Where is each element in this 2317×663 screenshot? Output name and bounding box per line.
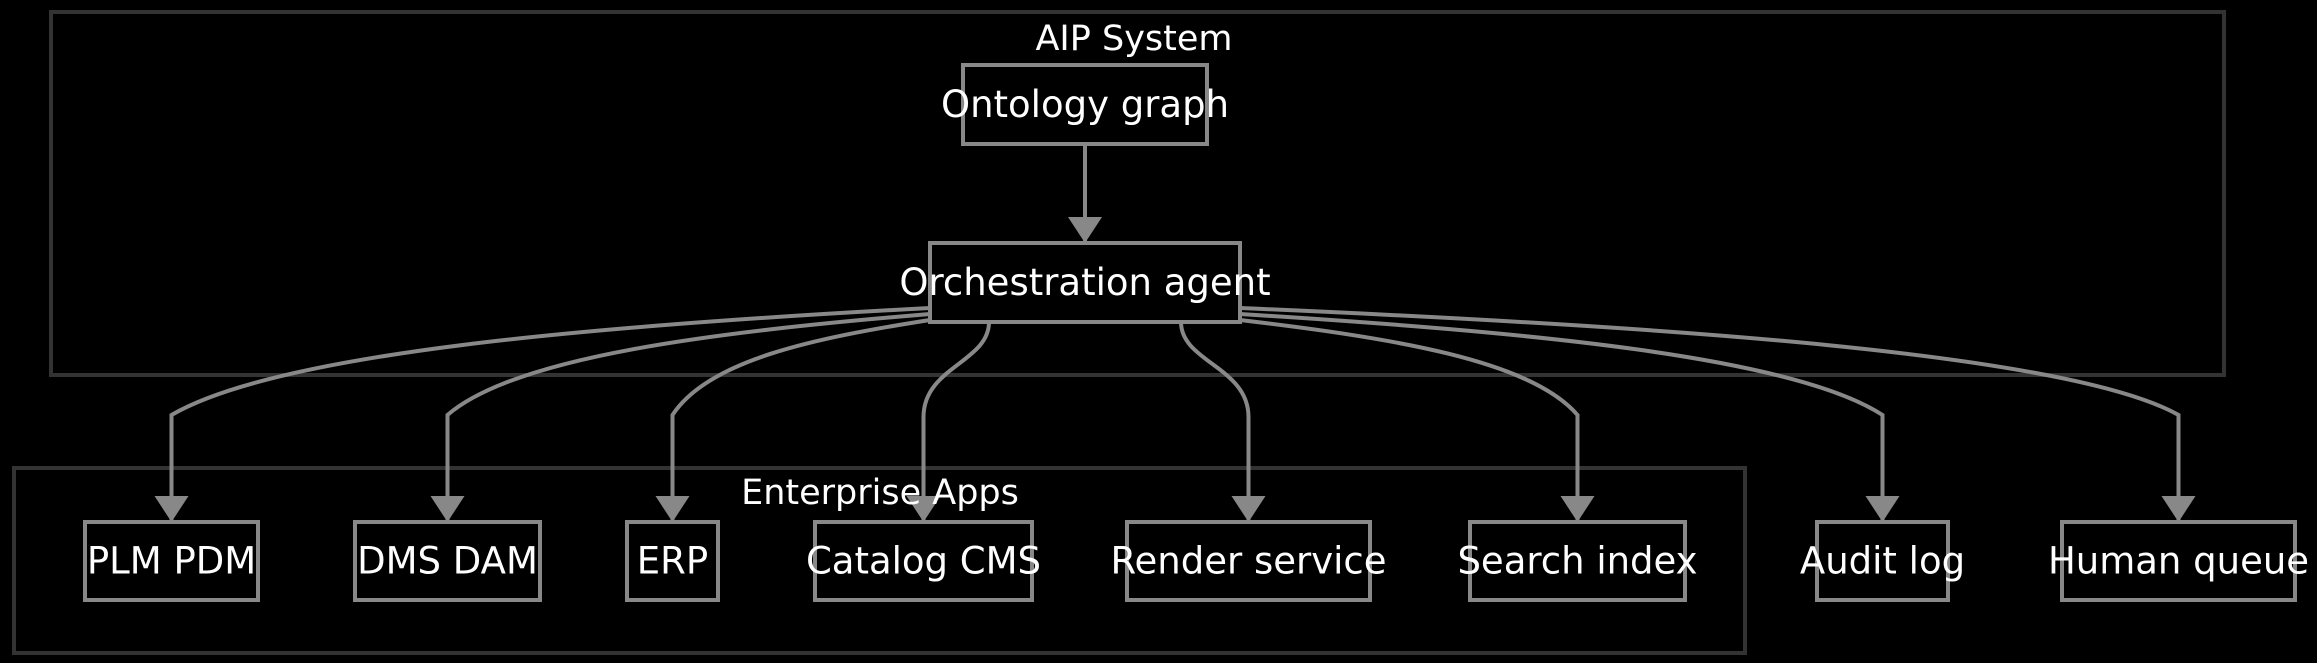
- node-search_index[interactable]: Search index: [1457, 520, 1698, 602]
- node-box-erp[interactable]: [625, 520, 720, 602]
- node-label-human_queue: Human queue: [2048, 540, 2309, 583]
- cluster-frame-aip_system: [49, 10, 2226, 377]
- node-render_service[interactable]: Render service: [1110, 520, 1387, 602]
- node-audit_log[interactable]: Audit log: [1800, 520, 1965, 602]
- node-dms_dam[interactable]: DMS DAM: [353, 520, 542, 602]
- node-label-plm_pdm: PLM PDM: [87, 540, 256, 583]
- edge-orchestration_agent-to-dms_dam: [430, 312, 931, 522]
- edges-layer: [154, 144, 2196, 522]
- edge-orchestration_agent-to-catalog_cms: [906, 321, 991, 522]
- node-orchestration_agent[interactable]: Orchestration agent: [899, 241, 1271, 324]
- edge-line: [1179, 321, 1251, 522]
- node-box-catalog_cms[interactable]: [813, 520, 1034, 602]
- edge-arrowhead: [2161, 496, 2196, 522]
- node-erp[interactable]: ERP: [625, 520, 720, 602]
- edge-orchestration_agent-to-erp: [655, 318, 931, 522]
- node-box-dms_dam[interactable]: [353, 520, 542, 602]
- node-label-erp: ERP: [637, 540, 708, 583]
- node-label-render_service: Render service: [1110, 540, 1386, 583]
- edge-orchestration_agent-to-search_index: [1239, 318, 1595, 522]
- edge-line: [445, 312, 931, 522]
- edge-arrowhead: [430, 496, 465, 522]
- node-label-dms_dam: DMS DAM: [357, 540, 538, 583]
- edge-orchestration_agent-to-human_queue: [1239, 306, 2196, 522]
- node-box-plm_pdm[interactable]: [83, 520, 260, 602]
- node-catalog_cms[interactable]: Catalog CMS: [806, 520, 1041, 602]
- edge-line: [169, 306, 931, 522]
- node-ontology_graph[interactable]: Ontology graph: [941, 63, 1229, 146]
- edge-arrowhead: [1231, 496, 1266, 522]
- node-label-ontology_graph: Ontology graph: [941, 83, 1229, 126]
- cluster-label-enterprise_apps: Enterprise Apps: [741, 473, 1019, 513]
- edge-line: [670, 318, 931, 522]
- edge-line: [1239, 318, 1580, 522]
- node-box-render_service[interactable]: [1125, 520, 1372, 602]
- edge-orchestration_agent-to-render_service: [1179, 321, 1266, 522]
- edge-line: [1239, 312, 1885, 522]
- edge-orchestration_agent-to-plm_pdm: [154, 306, 931, 522]
- node-human_queue[interactable]: Human queue: [2048, 520, 2309, 602]
- node-box-audit_log[interactable]: [1815, 520, 1950, 602]
- cluster-enterprise_apps: [12, 466, 1747, 655]
- node-label-orchestration_agent: Orchestration agent: [899, 261, 1270, 304]
- node-box-search_index[interactable]: [1468, 520, 1687, 602]
- edge-ontology_graph-to-orchestration_agent: [1068, 144, 1102, 243]
- edge-arrowhead: [1865, 496, 1900, 522]
- cluster-frame-enterprise_apps: [12, 466, 1747, 655]
- node-label-search_index: Search index: [1457, 540, 1697, 583]
- edge-arrowhead: [655, 496, 690, 522]
- cluster-aip_system: [49, 10, 2226, 377]
- edge-arrowhead: [1068, 217, 1102, 243]
- edge-arrowhead: [906, 496, 941, 522]
- edge-line: [1239, 306, 2181, 522]
- node-label-catalog_cms: Catalog CMS: [806, 540, 1041, 583]
- node-box-orchestration_agent[interactable]: [928, 241, 1242, 324]
- edge-orchestration_agent-to-audit_log: [1239, 312, 1900, 522]
- cluster-label-aip_system: AIP System: [1035, 19, 1232, 59]
- node-box-ontology_graph[interactable]: [961, 63, 1209, 146]
- edge-line: [921, 321, 991, 522]
- edge-arrowhead: [1560, 496, 1595, 522]
- edge-arrowhead: [154, 496, 189, 522]
- node-plm_pdm[interactable]: PLM PDM: [83, 520, 260, 602]
- node-label-audit_log: Audit log: [1800, 540, 1965, 583]
- clusters-layer: [12, 10, 2226, 655]
- node-box-human_queue[interactable]: [2060, 520, 2297, 602]
